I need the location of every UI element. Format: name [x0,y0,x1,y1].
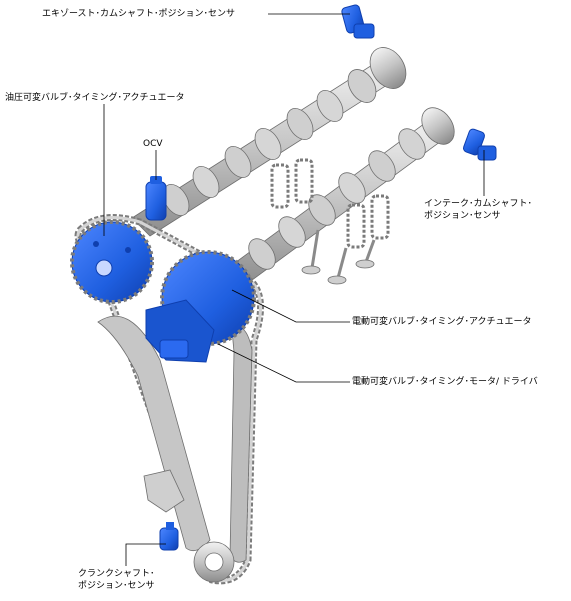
ocv-valve [145,176,167,221]
intake-cam-sensor [463,128,497,161]
label-intake-cam-sensor: インテーク･カムシャフト･ ポジション･センサ [424,198,532,222]
label-ocv: OCV [143,139,163,149]
label-electric-vvt-actuator: 電動可変バルブ･タイミング･アクチュエータ [352,317,532,327]
label-crank-sensor-line1: クランクシャフト･ [78,569,155,579]
leader-electric-vvt-motor [217,343,350,383]
label-crank-sensor: クランクシャフト･ ポジション･センサ [78,568,155,592]
label-intake-cam-sensor-line1: インテーク･カムシャフト･ [424,199,533,209]
leader-electric-vvt [231,289,350,323]
crankshaft-sensor [159,522,179,551]
leader-crank-sensor [125,543,166,566]
exhaust-cam-sensor [341,4,375,39]
label-intake-cam-sensor-line2: ポジション･センサ [424,211,501,221]
valve-springs [270,158,390,285]
crankshaft-sprocket [193,541,235,583]
label-hydraulic-vvt-actuator: 油圧可変バルブ･タイミング･アクチュエータ [5,93,185,103]
exhaust-camshaft [131,47,407,237]
label-crank-sensor-line2: ポジション･センサ [78,581,155,591]
electric-vvt-actuator [145,250,256,363]
chain-guides [97,315,253,563]
leader-lines [103,13,485,566]
label-electric-vvt-motor-driver: 電動可変バルブ･タイミング･モータ/ ドライバ [352,377,538,387]
label-exhaust-cam-sensor: エキゾースト･カムシャフト･ポジション･センサ [42,9,236,19]
intake-camshaft [227,107,455,287]
hydraulic-vvt-actuator [70,220,154,304]
